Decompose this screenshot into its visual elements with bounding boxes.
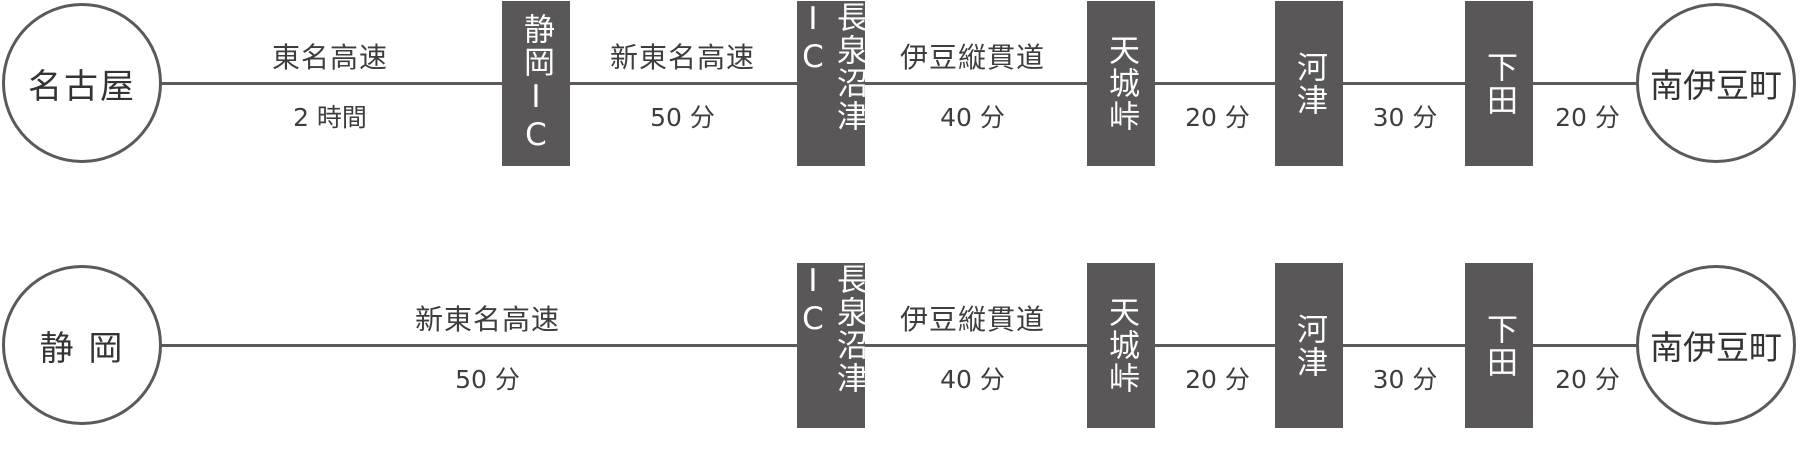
origin-node: 名古屋	[2, 3, 162, 163]
stop-node: 河津	[1275, 1, 1343, 166]
time-label: 50 分	[650, 103, 715, 132]
road-label: 新東名高速	[609, 41, 755, 74]
road-label: 東名高速	[271, 41, 388, 74]
destination-node: 南伊豆町	[1636, 265, 1796, 425]
route-nagoya: 名古屋 東名高速 2 時間 静岡IC 新東名高速 50 分 長泉沼津IC 伊豆縦…	[0, 0, 1802, 225]
time-label: 2 時間	[293, 103, 367, 132]
road-label: 新東名高速	[414, 303, 560, 336]
time-label: 20 分	[1555, 365, 1620, 394]
stop-node: 天城峠	[1087, 1, 1155, 166]
time-label: 40 分	[940, 365, 1005, 394]
stop-node: 長泉沼津IC	[795, 263, 867, 428]
stop-node: 河津	[1275, 263, 1343, 428]
time-label: 30 分	[1372, 365, 1438, 394]
stop-node: 天城峠	[1087, 263, 1155, 428]
stop-node: 下田	[1465, 263, 1533, 428]
stop-node: 下田	[1465, 1, 1533, 166]
road-label: 伊豆縦貫道	[899, 303, 1045, 336]
stop-node: 静岡IC	[502, 1, 570, 166]
route-line	[160, 344, 1640, 347]
time-label: 20 分	[1555, 103, 1620, 132]
road-label: 伊豆縦貫道	[899, 41, 1045, 74]
destination-node: 南伊豆町	[1636, 3, 1796, 163]
origin-node: 静 岡	[2, 265, 162, 425]
stop-node: 長泉沼津IC	[795, 1, 867, 166]
route-shizuoka: 静 岡 新東名高速 50 分 長泉沼津IC 伊豆縦貫道 40 分 天城峠 20 …	[0, 262, 1802, 451]
time-label: 20 分	[1185, 103, 1250, 132]
time-label: 50 分	[455, 365, 520, 394]
time-label: 30 分	[1372, 103, 1438, 132]
time-label: 20 分	[1185, 365, 1250, 394]
route-line	[160, 82, 1640, 85]
time-label: 40 分	[940, 103, 1005, 132]
